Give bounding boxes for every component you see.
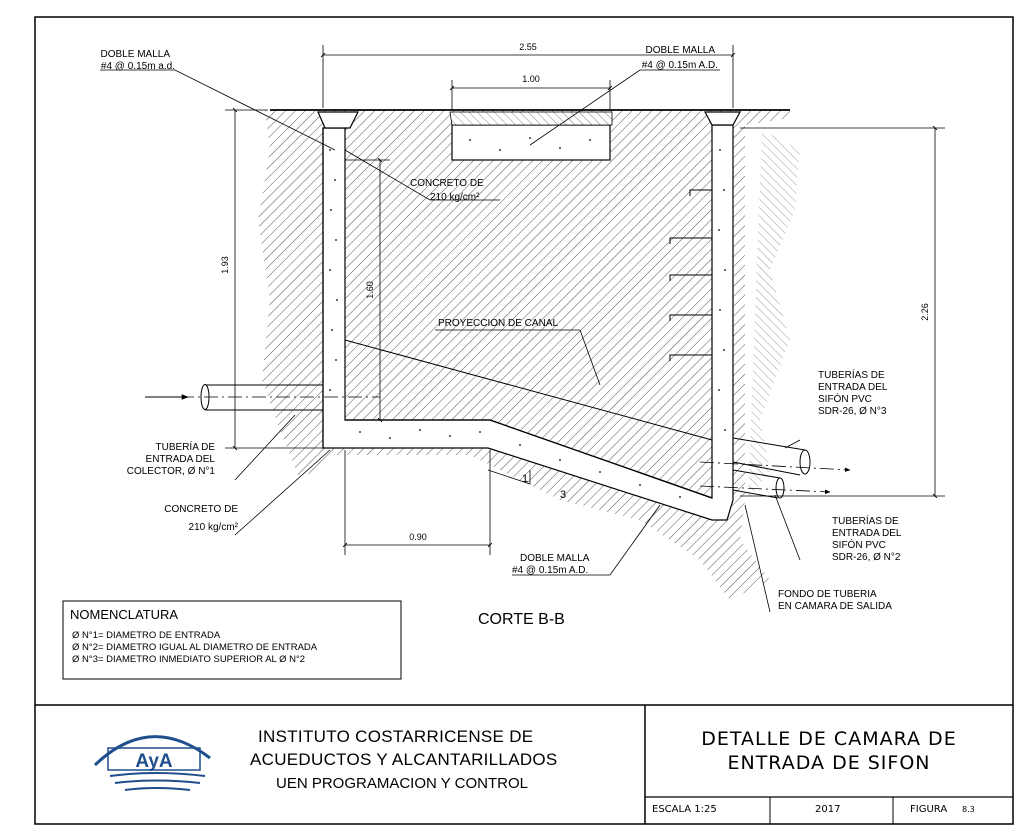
dim-height-left: 1.93 bbox=[220, 256, 230, 274]
label-proyeccion: PROYECCION DE CANAL bbox=[438, 318, 558, 329]
label-concreto-top-2: 210 kg/cm² bbox=[430, 192, 480, 203]
label-concreto-left-1: CONCRETO DE bbox=[164, 504, 238, 515]
label-concreto-left-2: 210 kg/cm² bbox=[189, 522, 239, 533]
channel-projection-line bbox=[344, 339, 713, 441]
label-tub-sifon2-3: SIFÓN PVC bbox=[832, 538, 886, 551]
figura-label: FIGURA bbox=[910, 804, 948, 815]
label-tub-sifon3-3: SIFÓN PVC bbox=[818, 392, 872, 405]
logo-text: AyA bbox=[135, 751, 173, 772]
drawing-title-line-2: ENTRADA DE SIFON bbox=[727, 752, 931, 774]
label-tub-sifon2-4: SDR-26, Ø N°2 bbox=[832, 552, 901, 563]
label-tub-sifon3-4: SDR-26, Ø N°3 bbox=[818, 406, 887, 417]
dim-opening: 1.00 bbox=[522, 74, 540, 84]
scale-label: ESCALA 1:25 bbox=[652, 804, 717, 815]
label-concreto-top-1: CONCRETO DE bbox=[410, 178, 484, 189]
label-fondo-1: FONDO DE TUBERIA bbox=[778, 589, 877, 600]
ladder-rungs bbox=[669, 189, 712, 361]
label-doble-malla-left-2: #4 @ 0.15m a.d. bbox=[101, 61, 175, 72]
dim-height-right: 2.26 bbox=[920, 303, 930, 321]
label-tub-sifon2-2: ENTRADA DEL bbox=[832, 528, 902, 539]
label-tub-sifon3-1: TUBERÍAS DE bbox=[818, 368, 885, 381]
dim-floor-flat: 0.90 bbox=[409, 532, 427, 542]
nomenclatura-box bbox=[62, 600, 402, 680]
label-tub-colector-1: TUBERÍA DE bbox=[156, 440, 216, 453]
dim-height-inner: 1.60 bbox=[365, 281, 375, 299]
leader-lines bbox=[100, 69, 801, 613]
aya-logo: AyA bbox=[93, 735, 211, 791]
label-fondo-2: EN CAMARA DE SALIDA bbox=[778, 601, 892, 612]
nomenclatura-line-3: Ø N°3= DIAMETRO INMEDIATO SUPERIOR AL Ø … bbox=[72, 654, 305, 665]
label-doble-malla-bottom-1: DOBLE MALLA bbox=[520, 553, 590, 564]
nomenclatura-line-1: Ø N°1= DIAMETRO DE ENTRADA bbox=[72, 630, 221, 641]
institution-line-3: UEN PROGRAMACION Y CONTROL bbox=[276, 775, 528, 792]
label-slope-v: 1 bbox=[522, 473, 528, 485]
institution-line-2: ACUEDUCTOS Y ALCANTARILLADOS bbox=[250, 750, 558, 769]
label-slope-h: 3 bbox=[560, 489, 566, 501]
nomenclatura-title: NOMENCLATURA bbox=[70, 607, 178, 622]
pipes bbox=[180, 384, 851, 499]
label-doble-malla-left-1: DOBLE MALLA bbox=[101, 49, 171, 60]
section-title: CORTE B-B bbox=[478, 611, 565, 628]
year-label: 2017 bbox=[815, 804, 841, 815]
soil-hatching bbox=[258, 110, 800, 600]
label-doble-malla-bottom-2: #4 @ 0.15m A.D. bbox=[512, 565, 588, 576]
label-tub-colector-3: COLECTOR, Ø N°1 bbox=[127, 466, 216, 477]
concrete-aggregate bbox=[329, 137, 726, 498]
drawing-title-line-1: DETALLE DE CAMARA DE bbox=[701, 728, 957, 750]
nomenclatura-line-2: Ø N°2= DIAMETRO IGUAL AL DIAMETRO DE ENT… bbox=[72, 642, 318, 653]
dim-width-total: 2.55 bbox=[519, 42, 537, 52]
label-tub-sifon2-1: TUBERÍAS DE bbox=[832, 514, 899, 527]
figura-value: 8.3 bbox=[962, 805, 975, 814]
dimension-lines bbox=[225, 45, 945, 555]
institution-line-1: INSTITUTO COSTARRICENSE DE bbox=[258, 727, 534, 746]
sheet-border bbox=[34, 16, 1014, 825]
label-tub-colector-2: ENTRADA DEL bbox=[146, 454, 216, 465]
label-doble-malla-right-2: #4 @ 0.15m A.D. bbox=[642, 60, 718, 71]
chamber-structure bbox=[270, 109, 790, 521]
label-doble-malla-right-1: DOBLE MALLA bbox=[646, 45, 716, 56]
label-tub-sifon3-2: ENTRADA DEL bbox=[818, 382, 888, 393]
